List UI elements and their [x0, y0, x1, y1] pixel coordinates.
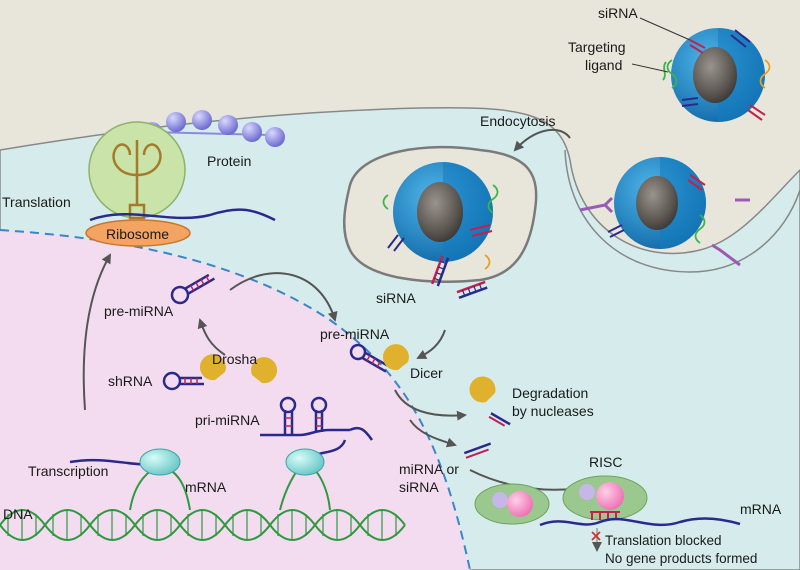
pre-mirna-hairpin — [170, 273, 216, 305]
label-mrna-right: mRNA — [740, 501, 782, 517]
label-mrna-nucleus: mRNA — [185, 479, 227, 495]
rna-polymerase-1 — [139, 448, 181, 476]
label-sirna-top: siRNA — [598, 5, 638, 21]
label-pre-mirna-nucleus: pre-miRNA — [104, 303, 174, 319]
blocked-x-icon — [591, 531, 601, 541]
arrow-sirna-to-dicer — [416, 329, 446, 359]
arrow-pre-mirna-export — [229, 272, 338, 322]
arrow-pri-to-pre — [197, 318, 226, 356]
label-endocytosis: Endocytosis — [480, 113, 555, 129]
dicer-enzyme — [382, 344, 409, 371]
label-protein: Protein — [207, 153, 251, 169]
label-targeting-ligand-2: ligand — [585, 57, 622, 73]
pointer-sirna — [639, 17, 691, 41]
label-no-gene-products: No gene products formed — [605, 551, 757, 566]
target-mrna — [539, 517, 741, 527]
label-pre-mirna-cytoplasm: pre-miRNA — [320, 326, 390, 342]
label-dicer: Dicer — [410, 365, 443, 381]
degraded-rna-fragment — [488, 412, 511, 427]
label-translation-blocked: Translation blocked — [605, 533, 722, 548]
label-mirna-or: miRNA or — [399, 461, 459, 477]
label-degradation-1: Degradation — [512, 385, 588, 401]
label-degradation-2: by nucleases — [512, 403, 594, 419]
arrow-dicer-to-degradation — [394, 389, 467, 421]
shrna-hairpin — [162, 371, 204, 391]
mrna-cytoplasm — [89, 208, 276, 222]
pre-mirna-cytoplasm — [349, 343, 388, 373]
sirna-duplexes — [431, 255, 488, 299]
label-targeting-ligand-1: Targeting — [568, 39, 626, 55]
nanoparticle-bound — [607, 157, 706, 249]
nanoparticle-endosome — [382, 162, 499, 270]
nanoparticle-extracellular — [662, 28, 771, 122]
label-ribosome: Ribosome — [106, 226, 169, 242]
risc-complex-empty — [474, 483, 550, 525]
pri-mirna — [260, 396, 374, 441]
label-shrna: shRNA — [108, 373, 153, 389]
arrow-to-mirna — [409, 419, 457, 448]
arrow-endocytosis — [513, 129, 571, 152]
ribosome — [85, 219, 191, 247]
label-translation: Translation — [2, 194, 71, 210]
nucleus — [0, 230, 470, 570]
label-sirna-cytoplasm: siRNA — [376, 290, 416, 306]
label-drosha: Drosha — [212, 351, 257, 367]
drosha-enzyme-1 — [199, 354, 226, 381]
arrow-transcription-to-translation — [82, 253, 111, 411]
nuclease-enzyme — [469, 376, 496, 403]
label-transcription: Transcription — [28, 463, 108, 479]
dna-helix — [0, 509, 406, 541]
label-risc: RISC — [589, 454, 622, 470]
rna-polymerase-2 — [285, 448, 325, 476]
membrane-receptors — [579, 196, 750, 267]
pointer-ligand — [631, 63, 669, 73]
label-dna: DNA — [3, 506, 33, 522]
label-mirna-or-sirna: siRNA — [399, 479, 439, 495]
single-strand-rna — [463, 442, 492, 459]
risc-complex-active — [562, 475, 648, 521]
drosha-enzyme-2 — [251, 357, 278, 384]
label-pri-mirna: pri-miRNA — [195, 412, 260, 428]
cell-membrane-pocket — [564, 149, 800, 273]
